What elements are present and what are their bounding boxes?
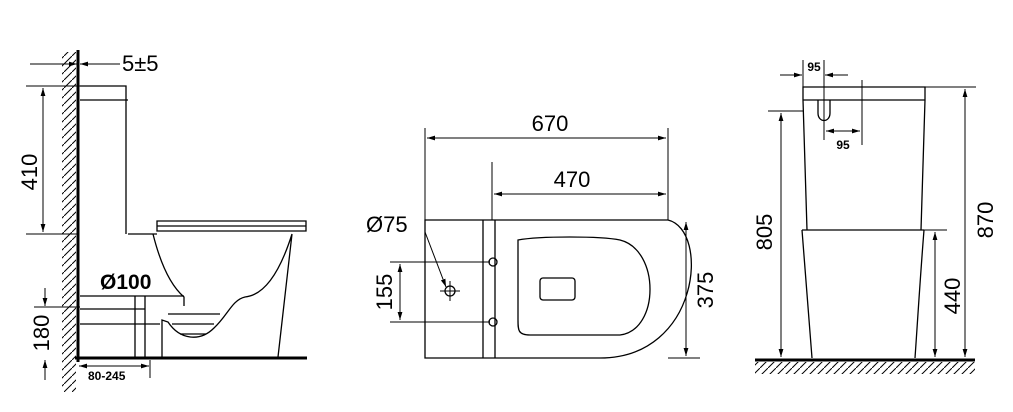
drain-rect (539, 277, 576, 301)
fixing-spacing-label: 155 (372, 274, 397, 311)
outlet-height-label: 180 (29, 315, 54, 352)
overflow-top-label: 95 (807, 60, 821, 74)
tank-outline (80, 85, 157, 235)
outlet-diameter-label: Ø100 (100, 271, 151, 294)
top-outline (424, 219, 693, 359)
overflow-side-label: 95 (836, 138, 850, 152)
fixing-hole-upper (488, 257, 498, 267)
bowl-length-label: 470 (554, 167, 591, 192)
overall-height-label: 870 (973, 202, 998, 239)
wall-hatch (62, 52, 76, 392)
fixing-hole-lower (488, 317, 498, 327)
wall-gap-label: 5±5 (122, 51, 159, 76)
inlet-diameter-label: Ø75 (366, 212, 408, 237)
front-view: 95 95 805 870 440 (752, 60, 998, 374)
overall-width-label: 375 (693, 272, 718, 309)
toilet-front-outline (801, 86, 926, 359)
trap-outline (168, 313, 220, 335)
floor-hatch (755, 362, 975, 374)
seat-height-label: 440 (940, 278, 965, 315)
tank-body-height-label: 805 (752, 214, 777, 251)
outlet-pipe (80, 295, 184, 357)
overall-length-label: 670 (532, 111, 569, 136)
outlet-distance-label: 80-245 (88, 369, 126, 383)
tank-height-label: 410 (17, 154, 42, 191)
seat-outline (156, 220, 307, 232)
side-view: 5±5 410 Ø100 180 80-245 (17, 50, 307, 392)
top-view: 670 470 Ø75 155 375 (366, 111, 718, 359)
bowl-rim (517, 236, 651, 336)
